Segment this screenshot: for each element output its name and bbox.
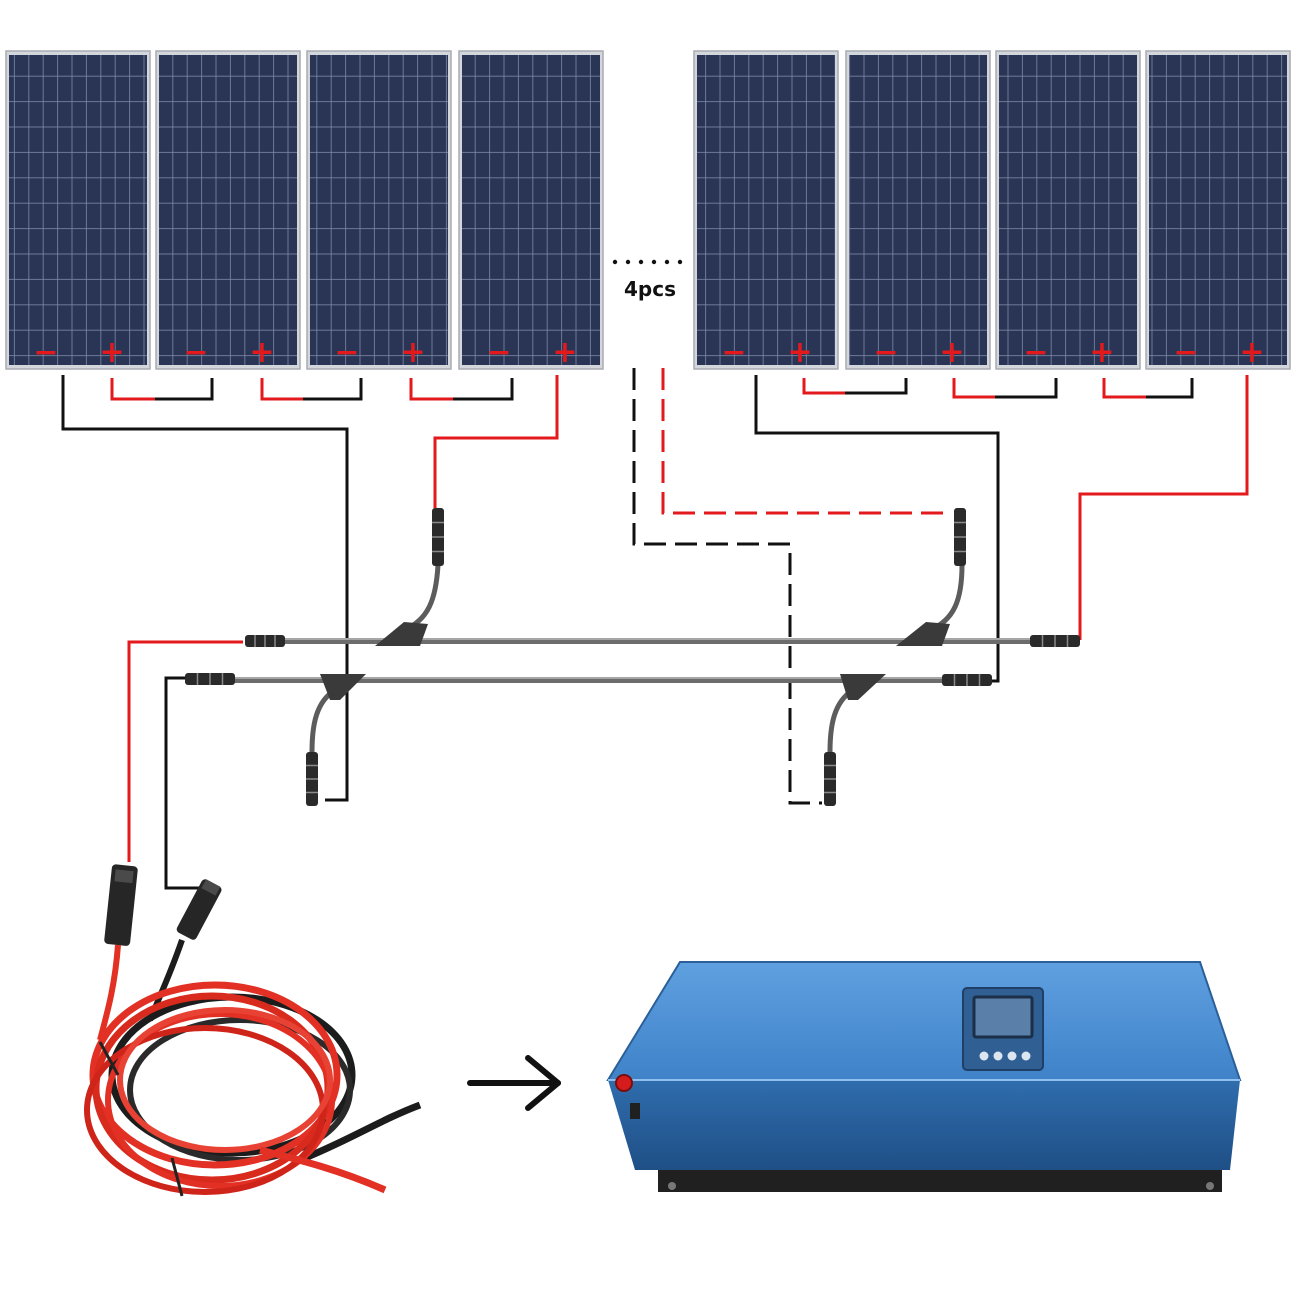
left-string-positive-wire bbox=[433, 375, 559, 508]
solar-panel-icon: −+ bbox=[693, 50, 839, 370]
mc4-connector-icon bbox=[306, 752, 318, 806]
solar-panel-icon: −+ bbox=[845, 50, 991, 370]
grid-tie-inverter-icon bbox=[606, 961, 1242, 1192]
positive-terminal-label: + bbox=[552, 335, 577, 370]
mc4-connector-icon bbox=[824, 752, 836, 806]
additional-string-positive-wire bbox=[661, 368, 950, 515]
series-jumper-wires bbox=[110, 378, 1194, 401]
inverter-button-1 bbox=[979, 1051, 989, 1061]
negative-terminal-label: − bbox=[334, 335, 359, 370]
mc4-connector-icon bbox=[942, 674, 992, 686]
positive-terminal-label: + bbox=[1089, 335, 1114, 370]
output-negative-wire bbox=[164, 676, 212, 890]
mc4-connector-icon bbox=[1030, 635, 1080, 647]
positive-terminal-label: + bbox=[939, 335, 964, 370]
positive-terminal-label: + bbox=[787, 335, 812, 370]
mc4-connector-icon bbox=[104, 864, 138, 946]
y-branch-connector-icon bbox=[320, 622, 950, 700]
string-lead-wires bbox=[61, 368, 1249, 890]
positive-terminal-label: + bbox=[400, 335, 425, 370]
inverter-button-2 bbox=[993, 1051, 1003, 1061]
negative-terminal-label: − bbox=[873, 335, 898, 370]
dc-input-terminal bbox=[615, 1074, 633, 1092]
panel-count-indicator: 4pcs bbox=[612, 259, 683, 301]
solar-panel-icon: −+ bbox=[458, 50, 604, 370]
positive-terminal-label: + bbox=[1239, 335, 1264, 370]
negative-terminal-label: − bbox=[33, 335, 58, 370]
right-string-positive-wire bbox=[1078, 375, 1249, 640]
y-branch-connectors bbox=[230, 564, 1030, 753]
inverter-button-3 bbox=[1007, 1051, 1017, 1061]
left-string-negative-wire bbox=[61, 375, 349, 802]
solar-panel-icon: −+ bbox=[306, 50, 452, 370]
mc4-connectors bbox=[104, 508, 1080, 946]
solar-panel-icon: −+ bbox=[155, 50, 301, 370]
extension-cable-icon bbox=[84, 939, 422, 1197]
negative-terminal-label: − bbox=[721, 335, 746, 370]
solar-panel-icon: −+ bbox=[5, 50, 151, 370]
arrow-right-icon bbox=[467, 1055, 561, 1111]
mc4-connector-icon bbox=[185, 673, 235, 685]
solar-panel-icon: −+ bbox=[1145, 50, 1291, 370]
inverter-lcd-screen bbox=[972, 995, 1034, 1039]
negative-terminal-label: − bbox=[1023, 335, 1048, 370]
negative-terminal-label: − bbox=[1173, 335, 1198, 370]
mc4-connector-icon bbox=[176, 879, 222, 940]
output-positive-wire bbox=[127, 640, 243, 862]
mc4-connector-icon bbox=[954, 508, 966, 566]
mc4-connector-icon bbox=[245, 635, 285, 647]
solar-panel-array: −+−+−+−+−+−+−+−+ bbox=[5, 50, 1291, 370]
positive-terminal-label: + bbox=[249, 335, 274, 370]
mc4-connector-icon bbox=[432, 508, 444, 566]
negative-terminal-label: − bbox=[183, 335, 208, 370]
negative-terminal-label: − bbox=[486, 335, 511, 370]
inverter-button-4 bbox=[1021, 1051, 1031, 1061]
positive-terminal-label: + bbox=[99, 335, 124, 370]
additional-string-negative-wire bbox=[632, 368, 822, 805]
panel-count-label: 4pcs bbox=[624, 277, 676, 301]
solar-panel-icon: −+ bbox=[995, 50, 1141, 370]
